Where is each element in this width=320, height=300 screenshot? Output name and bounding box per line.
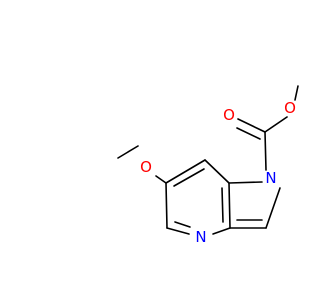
bond-methyl-methoxy-o [117, 145, 139, 159]
bond-c7a-c3a [228, 182, 231, 229]
bond-methoxy-o-c6 [155, 175, 167, 184]
atom-label-group: O N N O O [140, 99, 296, 246]
bond-carbonyl-ester-o [264, 116, 288, 133]
atom-label-ester-o: O [284, 99, 296, 117]
bond-group [117, 85, 299, 235]
bond-c7a-c3a-inner [221, 187, 224, 223]
bond-c7-c7a [204, 159, 230, 184]
bond-c3a-n4 [212, 227, 231, 235]
bond-ester-o-quaternary-c [294, 85, 299, 101]
atom-label-carbonyl-o: O [223, 106, 235, 124]
bond-c5-c6 [165, 182, 168, 229]
bond-carbonyl-double-2 [236, 127, 261, 140]
bond-c5-n4-inner [174, 221, 191, 228]
atom-label-methoxy-o: O [140, 158, 152, 176]
molecule-structure-diagram: O N N O O [117, 85, 299, 246]
atom-label-pyrrole-n: N [265, 169, 276, 187]
bond-c7a-n1 [228, 181, 263, 184]
bond-n1-c2 [265, 187, 281, 229]
bond-n1-carbonyl-c [264, 131, 267, 171]
structure-canvas: O N N O O [117, 85, 299, 246]
bond-c6-c7 [165, 159, 206, 184]
atom-label-pyridine-n: N [195, 228, 206, 246]
bond-carbonyl-double-1 [237, 118, 266, 133]
bond-n4-c5 [166, 227, 190, 235]
bond-c6-c7-inner [173, 168, 205, 187]
